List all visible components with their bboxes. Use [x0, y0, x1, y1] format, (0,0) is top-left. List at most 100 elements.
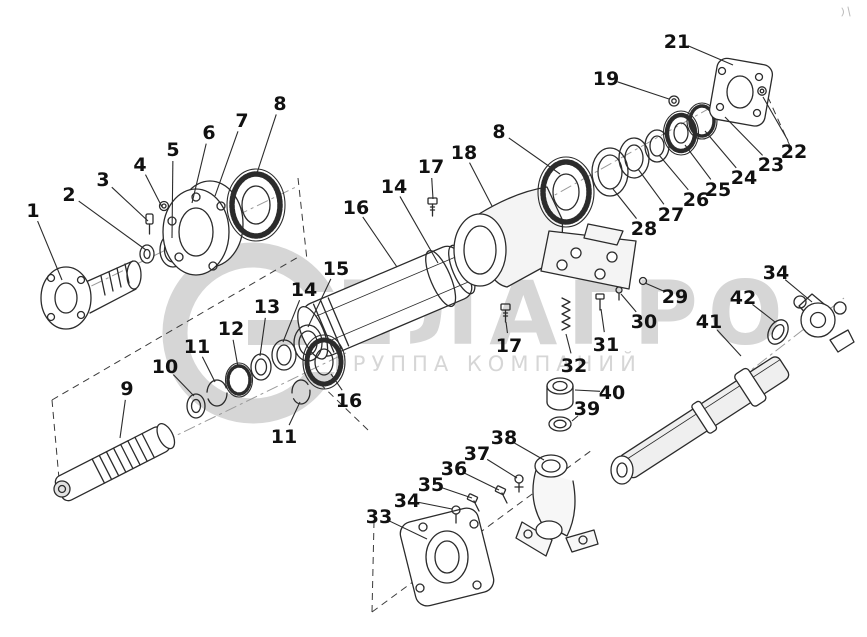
leader-line-41: [716, 329, 742, 357]
leader-line-24: [704, 130, 737, 169]
leader-line-38: [514, 442, 545, 461]
leader-line-39: [571, 415, 579, 422]
leader-line-29: [644, 282, 665, 292]
leader-line-16: [330, 373, 343, 391]
callout-9: 9: [120, 378, 133, 400]
part-10-ring: [186, 393, 206, 419]
callout-5: 5: [166, 139, 179, 161]
leader-line-10: [172, 374, 195, 397]
callout-2: 2: [62, 184, 75, 206]
callout-42: 42: [730, 287, 756, 309]
part-18-housing: [453, 186, 637, 290]
leader-line-26: [658, 154, 689, 191]
leader-line-14: [399, 196, 439, 264]
callout-12: 12: [218, 318, 244, 340]
leader-line-37: [486, 458, 518, 479]
part-36-bolt: [494, 485, 508, 504]
callout-1: 1: [26, 200, 39, 222]
part-37-grease-fitting: [514, 474, 524, 493]
callout-25: 25: [705, 179, 731, 201]
callout-18: 18: [451, 142, 477, 164]
part-32-spring: [561, 297, 571, 331]
callout-40: 40: [599, 382, 625, 404]
leader-line-34: [784, 279, 813, 303]
callout-32: 32: [561, 355, 587, 377]
leader-line-2: [78, 200, 147, 251]
leader-line-3: [111, 186, 149, 222]
callout-37: 37: [464, 443, 490, 465]
callout-33: 33: [366, 506, 392, 528]
leader-line-17: [505, 321, 508, 334]
part-4-nut: [158, 200, 170, 212]
part-6-7-flange: [162, 180, 244, 276]
callout-34: 34: [763, 262, 789, 284]
leader-line-8: [508, 137, 561, 175]
part-16-bearing-lower: [302, 334, 346, 390]
leader-line-15: [307, 278, 332, 328]
leader-line-17: [431, 177, 434, 200]
leader-line-19: [617, 81, 670, 100]
callout-38: 38: [491, 427, 517, 449]
callout-6: 6: [202, 122, 215, 144]
callout-14: 14: [291, 279, 317, 301]
callout-10: 10: [152, 356, 178, 378]
callout-numbers: 1234567816141718819212223242526272815141…: [26, 31, 807, 528]
part-21-flange-plate: [708, 57, 774, 127]
leader-line-33: [389, 520, 428, 540]
part-42-bearing-cup: [767, 319, 789, 345]
leader-line-16: [362, 216, 398, 268]
leader-line-11: [201, 356, 216, 383]
part-29-pin: [638, 276, 648, 286]
part-34-yoke-end: [793, 293, 855, 353]
part-11-snap-ring-lower: [291, 379, 311, 405]
part-3-bolt: [145, 213, 154, 235]
callout-8: 8: [273, 93, 286, 115]
callout-35: 35: [418, 474, 444, 496]
leader-line-22: [762, 96, 789, 141]
part-11-snap-ring: [206, 379, 228, 407]
leader-line-21: [687, 45, 734, 66]
callout-26: 26: [683, 189, 709, 211]
callout-17: 17: [496, 335, 522, 357]
part-38-support-bracket: [515, 454, 599, 557]
part-9-splined-shaft: [53, 423, 176, 502]
leader-line-6: [191, 143, 207, 204]
part-41-shaft-tube: [610, 356, 790, 485]
part-34-bolt-lower: [451, 505, 461, 524]
callout-19: 19: [593, 68, 619, 90]
leader-line-31: [600, 308, 605, 333]
leader-line-42: [752, 303, 776, 323]
leader-line-27: [637, 168, 665, 205]
construction-line: [51, 255, 301, 401]
leader-line-36: [464, 472, 500, 491]
part-24-gear-sleeve: [686, 102, 718, 140]
leader-line-11: [288, 401, 301, 426]
leader-line-40: [574, 389, 601, 392]
part-1-flange-yoke: [40, 260, 142, 330]
part-13-washer: [250, 353, 272, 381]
part-8-bearing-left: [226, 168, 286, 242]
callout-39: 39: [574, 398, 600, 420]
leader-line-7: [214, 131, 239, 197]
callout-24: 24: [731, 167, 757, 189]
leader-line-12: [232, 339, 239, 368]
callout-29: 29: [662, 286, 688, 308]
callout-21: 21: [664, 31, 690, 53]
part-22-washer: [757, 86, 767, 96]
callout-3: 3: [96, 169, 109, 191]
leader-line-23: [724, 116, 763, 156]
part-17-bolt-upper: [427, 197, 438, 217]
callout-30: 30: [631, 311, 657, 333]
part-33-flange: [399, 507, 495, 607]
part-39-ring: [548, 416, 572, 432]
callout-8: 8: [492, 121, 505, 143]
construction-line: [371, 521, 375, 613]
callout-16: 16: [343, 197, 369, 219]
part-19-nut: [668, 95, 680, 107]
part-8-bearing-right: [537, 156, 595, 228]
corner-mark: [841, 6, 851, 17]
callout-17: 17: [418, 156, 444, 178]
leader-line-34: [418, 501, 453, 510]
